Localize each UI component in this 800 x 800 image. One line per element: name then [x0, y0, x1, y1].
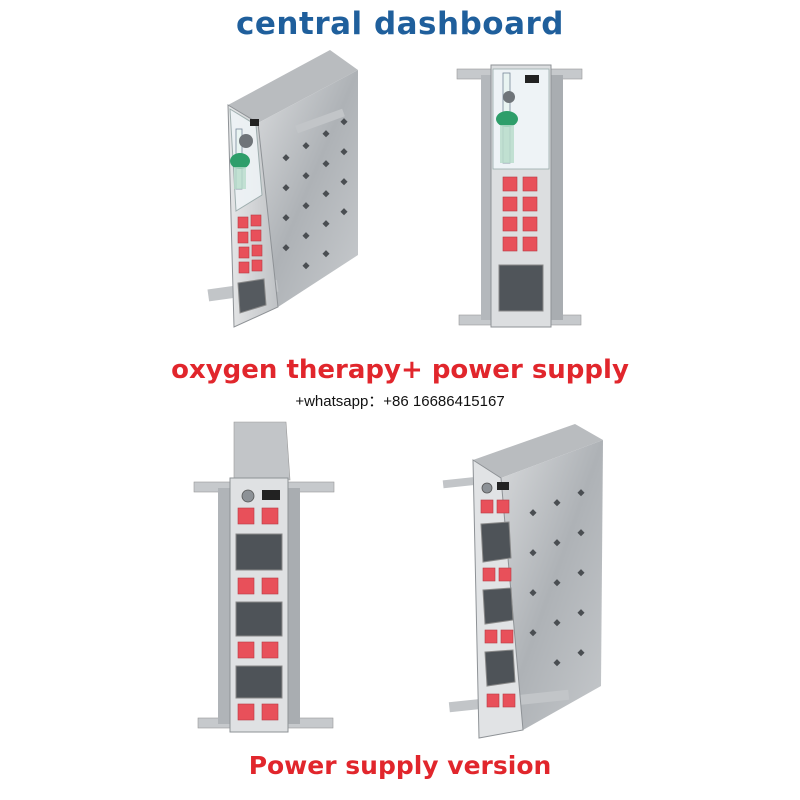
contact-whatsapp: +whatsapp：+86 16686415167	[295, 393, 505, 410]
product-photo-oxygen-angled	[200, 45, 370, 345]
product-photo-power-front	[190, 420, 340, 740]
product-photo-oxygen-front	[445, 55, 595, 335]
product-photo-power-angled	[435, 420, 615, 740]
caption-oxygen-power: oxygen therapy+ power supply	[171, 355, 629, 385]
page-title: central dashboard	[236, 6, 564, 42]
caption-power-supply-version: Power supply version	[248, 751, 552, 780]
